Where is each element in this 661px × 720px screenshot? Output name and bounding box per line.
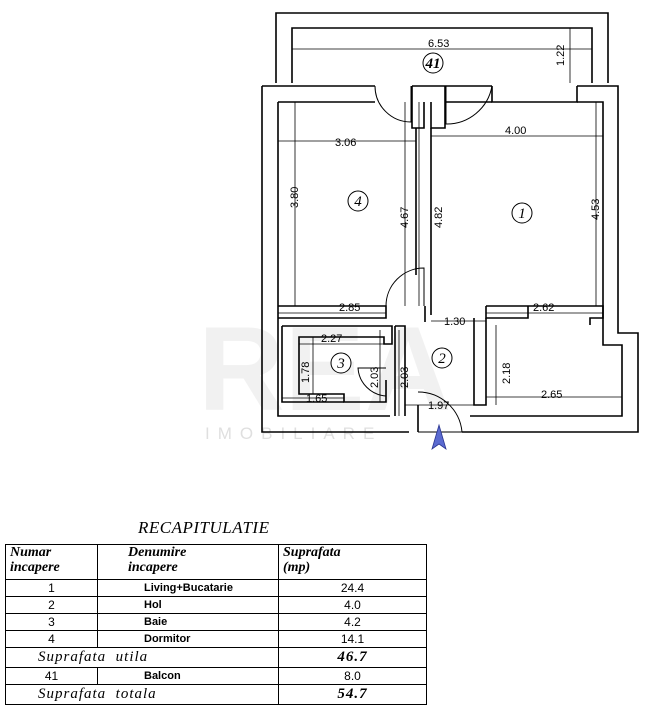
dim-2-62: 2.62 [533, 302, 554, 314]
dim-4-53: 4.53 [590, 199, 602, 220]
dim-3-80: 3.80 [289, 187, 301, 208]
balcony-walls [275, 12, 609, 83]
wall-hall-right [473, 318, 487, 406]
svg-text:1: 1 [518, 206, 526, 222]
svg-text:3: 3 [336, 356, 345, 372]
dim-1-97: 1.97 [428, 400, 449, 412]
svg-text:41: 41 [425, 56, 441, 72]
watermark-letters: REA [198, 302, 451, 436]
room-marker-1: 1 [511, 202, 533, 224]
util-row: Suprafata utila 46.7 [5, 647, 427, 668]
dimension-labels: 6.53 1.22 3.06 4.00 3.80 4.67 4.82 4.53 … [289, 38, 602, 412]
util-value: 46.7 [278, 647, 427, 668]
dim-1-30: 1.30 [444, 316, 465, 328]
watermark-subtitle: IMOBILIARE [205, 424, 382, 443]
walls [261, 12, 639, 433]
dim-4-67: 4.67 [399, 207, 411, 228]
wall-bathroom [282, 325, 393, 403]
entrance-arrow-icon [431, 423, 447, 450]
util-label: Suprafata utila [5, 647, 279, 668]
dim-2-03-b: 2.03 [399, 367, 411, 388]
wall-bedroom-bottom [278, 305, 426, 322]
dim-1-22: 1.22 [555, 45, 567, 66]
dim-4-82: 4.82 [433, 207, 445, 228]
door-balcony-left [374, 85, 412, 123]
room-marker-2: 2 [431, 347, 453, 369]
table-row: 41 Balcon 8.0 [5, 667, 427, 685]
dim-3-06: 3.06 [335, 137, 356, 149]
dim-2-03-a: 2.03 [369, 367, 381, 388]
wall-living-bottom [485, 305, 604, 325]
wall-bedroom-living [415, 128, 432, 315]
header-suprafata: Suprafata(mp) [278, 544, 427, 580]
room-marker-41: 41 [422, 52, 444, 74]
table-row: 2 Hol 4.0 [5, 596, 427, 614]
svg-text:2: 2 [438, 351, 446, 367]
recap-title: RECAPITULATIE [138, 518, 270, 537]
svg-text:4: 4 [354, 194, 362, 210]
dim-2-18: 2.18 [501, 363, 513, 384]
total-label: Suprafata totala [5, 684, 279, 705]
room-marker-3: 3 [330, 352, 352, 374]
total-value: 54.7 [278, 684, 427, 705]
table-row: 3 Baie 4.2 [5, 613, 427, 631]
watermark: REA IMOBILIARE [198, 302, 451, 443]
dim-1-65: 1.65 [306, 393, 327, 405]
dim-6-53: 6.53 [428, 38, 449, 50]
outer-wall [261, 85, 639, 433]
dimension-lines [278, 28, 622, 416]
dim-2-65: 2.65 [541, 389, 562, 401]
room-markers: 41 4 1 3 2 [330, 52, 533, 374]
dim-1-78: 1.78 [300, 362, 312, 383]
door-balcony-right [445, 85, 493, 125]
outer-wall-inner [277, 101, 623, 417]
floor-plan: REA IMOBILIARE [198, 12, 639, 450]
dim-4-00: 4.00 [505, 125, 526, 137]
dim-2-27: 2.27 [321, 333, 342, 345]
door-bedroom [385, 267, 425, 307]
wall-hall-left [394, 325, 406, 416]
dim-2-85: 2.85 [339, 302, 360, 314]
table-row: 4 Dormitor 14.1 [5, 630, 427, 648]
total-row: Suprafata totala 54.7 [5, 684, 427, 705]
door-bathroom [357, 367, 387, 397]
room-marker-4: 4 [347, 190, 369, 212]
table-row: 1 Living+Bucatarie 24.4 [5, 579, 427, 597]
